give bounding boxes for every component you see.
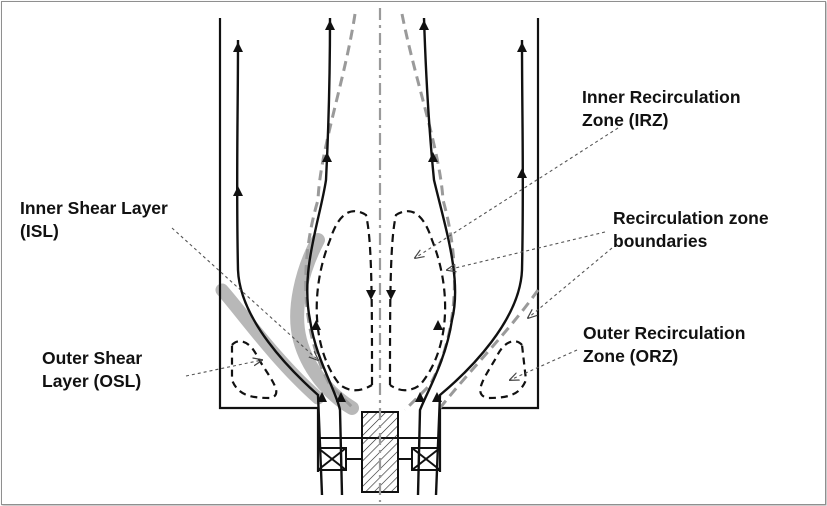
label-rzb-line2: boundaries	[613, 231, 708, 251]
label-osl-line2: Layer (OSL)	[42, 371, 142, 391]
label-osl-line1: Outer Shear	[42, 348, 143, 368]
leader-lines	[171, 127, 619, 380]
combustion-chamber	[218, 18, 540, 472]
inner-recirculation-zone	[315, 210, 447, 392]
label-outer-shear-layer: Outer Shear Layer (OSL)	[42, 347, 142, 393]
label-irz-line2: Zone (IRZ)	[582, 110, 669, 130]
outer-recirculation-zone	[230, 340, 528, 400]
label-inner-recirculation-zone: Inner Recirculation Zone (IRZ)	[582, 86, 741, 132]
recirculation-zone-boundaries	[304, 13, 540, 412]
label-recirculation-zone-boundaries: Recirculation zone boundaries	[613, 207, 769, 253]
streamlines	[235, 17, 525, 496]
label-orz-line1: Outer Recirculation	[583, 323, 746, 343]
label-orz-line2: Zone (ORZ)	[583, 346, 679, 366]
label-outer-recirculation-zone: Outer Recirculation Zone (ORZ)	[583, 322, 745, 368]
label-rzb-line1: Recirculation zone	[613, 208, 769, 228]
label-inner-shear-layer: Inner Shear Layer (ISL)	[20, 197, 168, 243]
label-isl-line2: (ISL)	[20, 221, 59, 241]
label-isl-line1: Inner Shear Layer	[20, 198, 168, 218]
label-irz-line1: Inner Recirculation	[582, 87, 741, 107]
outer-shear-layer-left	[215, 283, 325, 405]
